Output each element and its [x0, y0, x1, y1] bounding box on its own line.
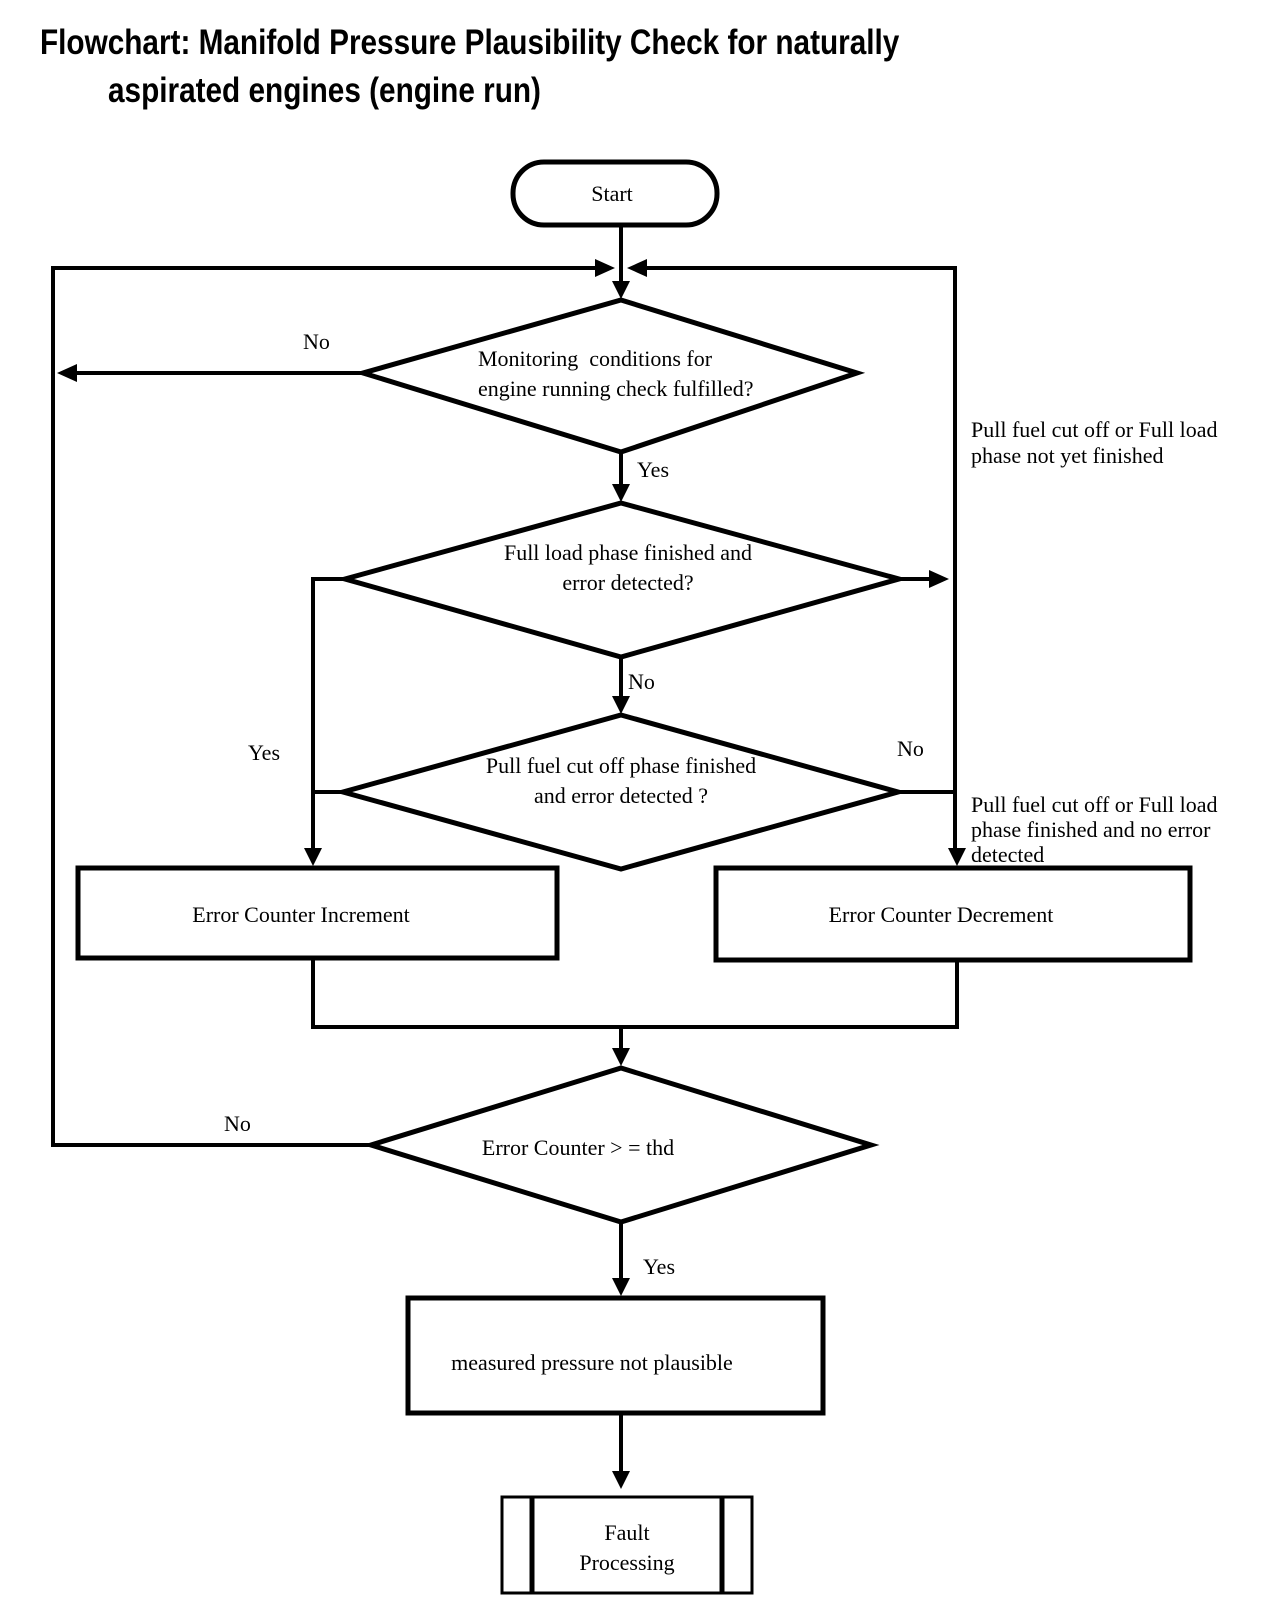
- label-full-load-no: No: [628, 669, 655, 694]
- decision-pull-fuel-shape: [333, 712, 908, 872]
- decision-monitoring-line-2: engine running check fulfilled?: [478, 376, 754, 401]
- edge-full-load-left-to-increment: [311, 577, 345, 848]
- page-title-line-1: Flowchart: Manifold Pressure Plausibilit…: [40, 23, 899, 62]
- decision-full-load-phase: Full load phase finished and error detec…: [335, 500, 909, 660]
- arrowhead-monitoring-no: [57, 364, 77, 382]
- arrowhead-into-increment: [304, 848, 322, 866]
- arrowhead-into-decrement: [948, 848, 966, 866]
- annotation-no-error-line-2: phase finished and no error: [971, 817, 1211, 842]
- label-pull-fuel-yes: Yes: [248, 740, 280, 765]
- decision-error-counter-threshold: Error Counter > = thd: [362, 1065, 880, 1225]
- annotation-loop-back-line-1: Pull fuel cut off or Full load: [971, 417, 1217, 442]
- label-monitoring-no: No: [303, 329, 330, 354]
- process-pressure-not-plausible: measured pressure not plausible: [405, 1295, 826, 1416]
- subroutine-fault-processing: Fault Processing: [500, 1495, 754, 1595]
- decision-pull-fuel-cut-off: Pull fuel cut off phase finished and err…: [333, 712, 908, 872]
- decision-monitoring-conditions: Monitoring conditions for engine running…: [354, 297, 866, 455]
- start-node-shape: [510, 159, 720, 228]
- decision-pull-fuel-line-1: Pull fuel cut off phase finished: [486, 753, 756, 778]
- decision-threshold-label: Error Counter > = thd: [482, 1135, 674, 1160]
- arrowhead-into-monitoring: [612, 281, 630, 299]
- arrowhead-junction-from-right: [627, 259, 647, 277]
- process-decrement-label: Error Counter Decrement: [829, 902, 1054, 927]
- label-threshold-no: No: [224, 1111, 251, 1136]
- annotation-no-error-line-3: detected: [971, 842, 1044, 867]
- subroutine-fault-outer-shape: [500, 1495, 754, 1595]
- decision-full-load-line-2: error detected?: [562, 570, 693, 595]
- page-title: Flowchart: Manifold Pressure Plausibilit…: [40, 23, 899, 110]
- process-decrement-shape: [713, 865, 1193, 963]
- label-monitoring-yes: Yes: [637, 457, 669, 482]
- decision-full-load-line-1: Full load phase finished and: [504, 540, 752, 565]
- annotation-loop-back-line-2: phase not yet finished: [971, 443, 1163, 468]
- annotation-no-error-condition: Pull fuel cut off or Full load phase fin…: [971, 792, 1217, 867]
- arrowhead-into-plausible: [612, 1278, 630, 1296]
- edge-threshold-no-feedback: [51, 266, 373, 1147]
- process-error-counter-increment: Error Counter Increment: [75, 865, 560, 961]
- label-threshold-yes: Yes: [643, 1254, 675, 1279]
- subroutine-fault-line-1: Fault: [604, 1520, 649, 1545]
- arrowhead-full-load-right: [929, 570, 949, 588]
- decision-full-load-shape: [335, 500, 909, 660]
- arrowhead-into-full-load: [612, 484, 630, 502]
- label-pull-fuel-no: No: [897, 736, 924, 761]
- annotation-loop-back-condition: Pull fuel cut off or Full load phase not…: [971, 417, 1217, 468]
- decision-monitoring-shape: [354, 297, 866, 455]
- arrowhead-junction-from-left: [595, 259, 615, 277]
- page-title-line-2: aspirated engines (engine run): [108, 71, 541, 110]
- process-error-counter-decrement: Error Counter Decrement: [713, 865, 1193, 963]
- decision-monitoring-line-1: Monitoring conditions for: [478, 346, 713, 371]
- start-node-label: Start: [591, 181, 633, 206]
- subroutine-fault-line-2: Processing: [579, 1550, 674, 1575]
- arrowhead-into-pull-fuel: [612, 696, 630, 714]
- arrowhead-into-fault: [612, 1471, 630, 1489]
- process-plausible-label: measured pressure not plausible: [451, 1350, 733, 1375]
- decision-pull-fuel-line-2: and error detected ?: [534, 783, 708, 808]
- process-increment-shape: [75, 865, 560, 961]
- process-increment-label: Error Counter Increment: [192, 902, 409, 927]
- decision-threshold-shape: [362, 1065, 880, 1225]
- process-plausible-shape: [405, 1295, 826, 1416]
- arrowhead-into-threshold: [612, 1048, 630, 1066]
- annotation-no-error-line-1: Pull fuel cut off or Full load: [971, 792, 1217, 817]
- start-node: Start: [510, 159, 720, 228]
